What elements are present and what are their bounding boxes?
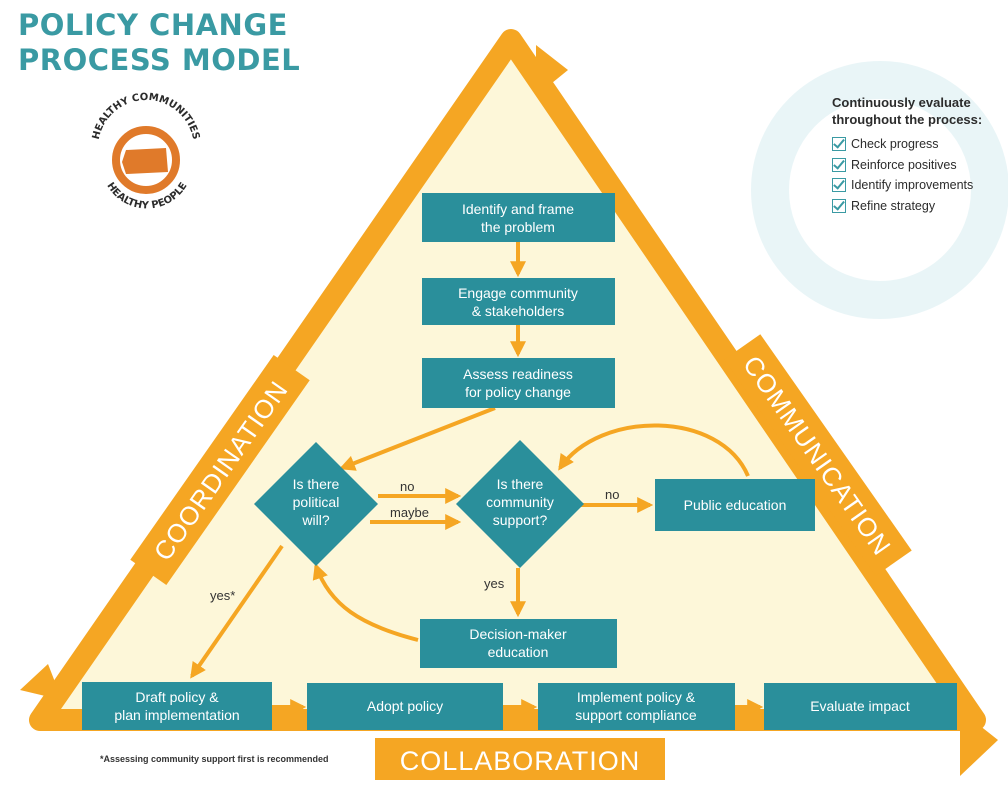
evaluate-cycle-graphic (751, 61, 1008, 319)
svg-text:Adopt policy: Adopt policy (367, 698, 443, 714)
step-decision-maker-education: Decision-maker education (420, 619, 617, 668)
edge-label-yes-star: yes* (210, 588, 235, 603)
checkbox-icon (832, 137, 846, 152)
step-implement-policy: Implement policy & support compliance (538, 683, 735, 730)
decision-community-support: Is there community support? (456, 440, 584, 568)
title-line-2: PROCESS MODEL (18, 43, 301, 77)
evaluate-panel: Continuously evaluate throughout the pro… (832, 94, 1008, 216)
svg-text:Decision-maker: Decision-maker (469, 626, 567, 642)
right-corner-arrow (960, 710, 998, 776)
svg-text:Public education: Public education (684, 497, 787, 513)
svg-text:support compliance: support compliance (575, 707, 697, 723)
svg-text:HEALTHY PEOPLE: HEALTHY PEOPLE (104, 181, 189, 212)
evaluate-item: Reinforce positives (832, 155, 1008, 176)
left-corner-arrow (20, 664, 62, 700)
step-draft-policy: Draft policy & plan implementation (82, 682, 272, 730)
flow-connectors (190, 242, 764, 715)
step-identify-problem: Identify and frame the problem (422, 193, 615, 242)
side-label-collaboration: COLLABORATION (375, 738, 665, 780)
svg-text:support?: support? (493, 512, 548, 528)
svg-text:education: education (488, 644, 549, 660)
svg-text:Engage community: Engage community (458, 285, 578, 301)
decision-political-will: Is there political will? (254, 442, 378, 566)
healthy-communities-logo: HEALTHY COMMUNITIES HEALTHY PEOPLE (91, 92, 201, 212)
footnote: *Assessing community support first is re… (92, 752, 337, 766)
page-title: POLICY CHANGE PROCESS MODEL (18, 8, 300, 78)
svg-text:plan implementation: plan implementation (114, 707, 239, 723)
svg-text:community: community (486, 494, 554, 510)
checkbox-icon (832, 198, 846, 213)
evaluate-item: Check progress (832, 134, 1008, 155)
svg-text:Implement policy &: Implement policy & (577, 689, 696, 705)
oregon-shape-icon (122, 148, 168, 174)
title-line-1: POLICY CHANGE (18, 8, 288, 42)
step-public-education: Public education (655, 479, 815, 531)
process-nodes: Identify and frame the problem Engage co… (82, 193, 957, 730)
step-assess-readiness: Assess readiness for policy change (422, 358, 615, 408)
svg-text:Draft policy &: Draft policy & (135, 689, 219, 705)
svg-text:Evaluate impact: Evaluate impact (810, 698, 910, 714)
step-engage-community: Engage community & stakeholders (422, 278, 615, 325)
svg-text:COLLABORATION: COLLABORATION (400, 746, 641, 776)
edge-label-maybe: maybe (390, 505, 429, 520)
top-corner-arrow (536, 45, 568, 96)
checkbox-icon (832, 157, 846, 172)
svg-text:Identify and frame: Identify and frame (462, 201, 574, 217)
step-adopt-policy: Adopt policy (307, 683, 503, 730)
svg-text:political: political (293, 494, 340, 510)
svg-text:Is there: Is there (293, 476, 340, 492)
step-evaluate-impact: Evaluate impact (764, 683, 957, 730)
svg-text:for policy change: for policy change (465, 384, 571, 400)
svg-text:Assess readiness: Assess readiness (463, 366, 573, 382)
checkbox-icon (832, 178, 846, 193)
svg-text:Is there: Is there (497, 476, 544, 492)
edge-label-yes: yes (484, 576, 505, 591)
edge-label-no-community: no (605, 487, 619, 502)
svg-text:will?: will? (301, 512, 329, 528)
edge-label-no-political: no (400, 479, 414, 494)
evaluate-item: Refine strategy (832, 196, 1008, 217)
evaluate-heading: Continuously evaluate throughout the pro… (832, 95, 983, 127)
evaluate-item: Identify improvements (832, 175, 1008, 196)
svg-text:& stakeholders: & stakeholders (472, 303, 565, 319)
edge-labels: no maybe no yes yes* (210, 479, 619, 603)
svg-text:the problem: the problem (481, 219, 555, 235)
